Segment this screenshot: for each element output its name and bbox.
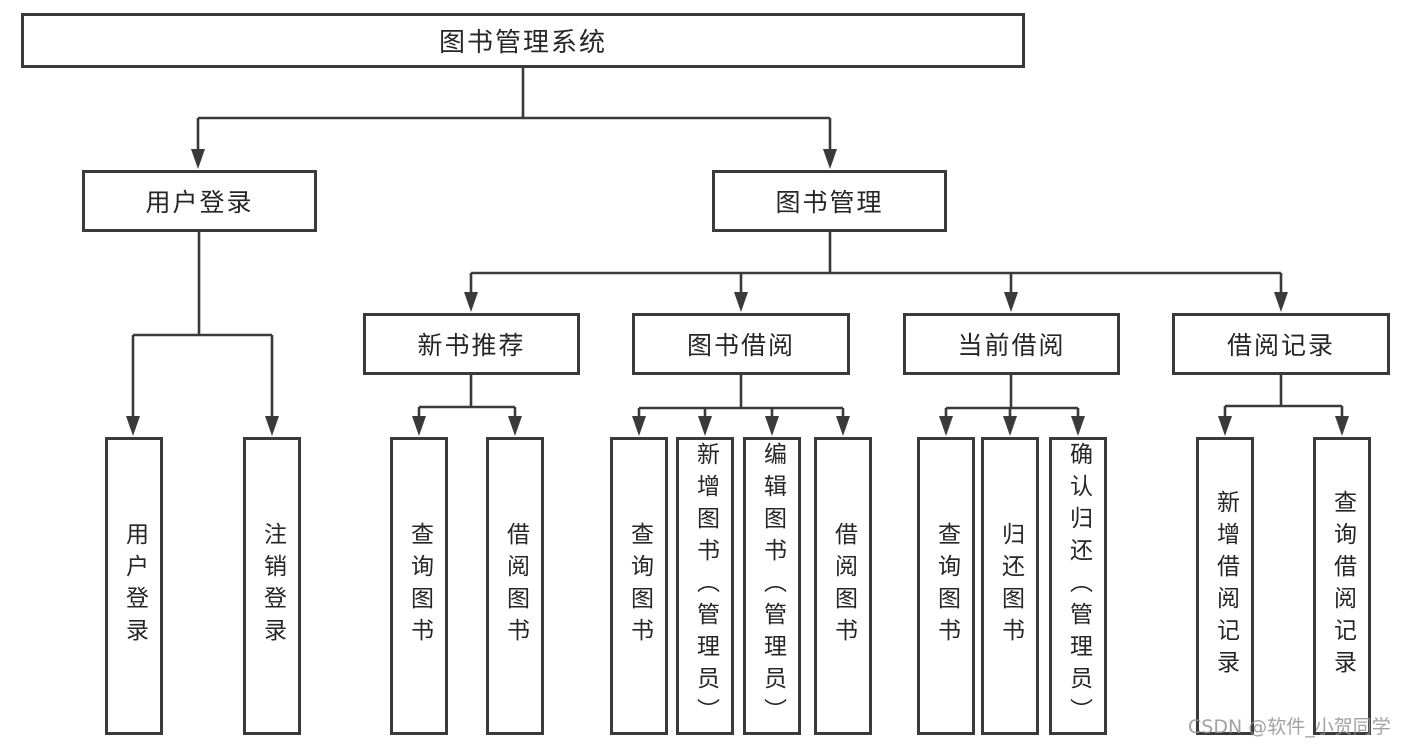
leaf-borrow-edit-book-admin-label: 编辑图书（管理员）: [759, 442, 786, 730]
leaf-borrow-borrow-book-label: 借阅图书: [830, 522, 857, 650]
leaf-borrow-add-book-admin-label: 新增图书（管理员）: [692, 442, 719, 730]
leaf-current-return-book: 归还图书: [981, 437, 1039, 735]
leaf-records-add-record-label: 新增借阅记录: [1212, 490, 1239, 682]
leaf-user-login-label: 用户登录: [121, 522, 148, 650]
node-book-borrow: 图书借阅: [632, 313, 850, 375]
leaf-borrow-query-book-label: 查询图书: [626, 522, 653, 650]
node-new-book-recommend: 新书推荐: [363, 313, 580, 375]
leaf-newbook-query-book: 查询图书: [390, 437, 448, 735]
node-root-label: 图书管理系统: [438, 28, 607, 58]
node-root: 图书管理系统: [21, 13, 1025, 68]
node-new-book-recommend-label: 新书推荐: [417, 331, 526, 360]
leaf-current-query-book-label: 查询图书: [933, 522, 960, 650]
node-borrow-records-label: 借阅记录: [1226, 331, 1335, 360]
leaf-user-login: 用户登录: [105, 437, 163, 735]
leaf-records-query-record-label: 查询借阅记录: [1329, 490, 1356, 682]
node-current-borrow-label: 当前借阅: [957, 331, 1066, 360]
csdn-watermark: CSDN @软件_小贺同学: [1188, 716, 1391, 738]
node-book-borrow-label: 图书借阅: [686, 331, 795, 360]
node-current-borrow: 当前借阅: [903, 313, 1120, 375]
leaf-borrow-add-book-admin: 新增图书（管理员）: [676, 437, 734, 735]
node-borrow-records: 借阅记录: [1172, 313, 1390, 375]
leaf-current-confirm-return-admin-label: 确认归还（管理员）: [1065, 442, 1092, 730]
leaf-newbook-borrow-book: 借阅图书: [486, 437, 544, 735]
leaf-logout: 注销登录: [243, 437, 301, 735]
leaf-newbook-borrow-book-label: 借阅图书: [502, 522, 529, 650]
leaf-borrow-query-book: 查询图书: [610, 437, 668, 735]
leaf-borrow-edit-book-admin: 编辑图书（管理员）: [743, 437, 801, 735]
leaf-records-query-record: 查询借阅记录: [1313, 437, 1371, 735]
node-book-management-label: 图书管理: [775, 188, 884, 217]
node-user-login-label: 用户登录: [145, 188, 254, 217]
leaf-current-confirm-return-admin: 确认归还（管理员）: [1049, 437, 1107, 735]
leaf-records-add-record: 新增借阅记录: [1196, 437, 1254, 735]
node-book-management: 图书管理: [712, 170, 947, 232]
node-user-login: 用户登录: [82, 170, 317, 232]
leaf-current-return-book-label: 归还图书: [997, 522, 1024, 650]
leaf-newbook-query-book-label: 查询图书: [406, 522, 433, 650]
leaf-borrow-borrow-book: 借阅图书: [814, 437, 872, 735]
leaf-current-query-book: 查询图书: [917, 437, 975, 735]
leaf-logout-label: 注销登录: [259, 522, 286, 650]
